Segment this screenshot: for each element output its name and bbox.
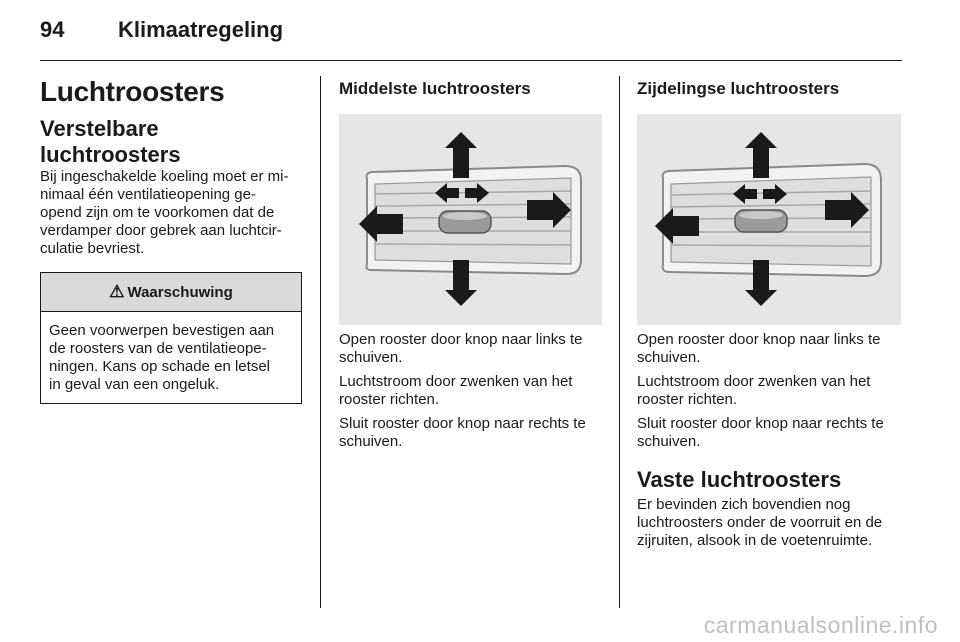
text-line: luchtroosters onder de voorruit en de	[637, 514, 883, 531]
text-line: Sluit rooster door knop naar rechts te	[339, 415, 586, 432]
text-line: in geval van een ongeluk.	[49, 376, 220, 393]
instruction-paragraph: Luchtstroom door zwenken van het rooster…	[339, 373, 602, 409]
warning-triangle-icon: ⚠	[109, 282, 125, 301]
text-line: zijruiten, alsook in de voetenruimte.	[637, 532, 873, 549]
text-line: schuiven.	[637, 433, 701, 450]
text-line: rooster richten.	[339, 391, 440, 408]
text-line: culatie bevriest.	[40, 240, 145, 257]
column-divider	[619, 76, 620, 608]
column-middle: Middelste luchtroosters Open rooster doo…	[339, 76, 602, 451]
warning-header: ⚠ Waarschuwing	[41, 273, 301, 312]
text-line: verdamper door gebrek aan luchtcir-	[40, 222, 282, 239]
column-left: Luchtroosters Verstelbare luchtroosters …	[40, 76, 302, 404]
subheading-side-vents: Zijdelingse luchtroosters	[637, 79, 840, 98]
column-right: Zijdelingse luchtroosters Open rooster d…	[637, 76, 901, 550]
page-heading: Luchtroosters	[40, 76, 225, 107]
side-vent-illustration	[637, 114, 901, 325]
watermark: carmanualsonline.info	[703, 612, 938, 638]
column-divider	[320, 76, 321, 608]
text-line: Open rooster door knop naar links te	[637, 331, 881, 348]
warning-box: ⚠ Waarschuwing Geen voorwerpen bevestige…	[40, 272, 302, 404]
text-line: Bij ingeschakelde koeling moet er mi-	[40, 168, 289, 185]
section-heading-adjustable-vents: Verstelbare luchtroosters	[40, 116, 181, 167]
text-line: Geen voorwerpen bevestigen aan	[49, 322, 275, 339]
text-line: Er bevinden zich bovendien nog	[637, 496, 851, 513]
text-line: opend zijn om te voorkomen dat de	[40, 204, 275, 221]
instruction-paragraph: Luchtstroom door zwenken van het rooster…	[637, 373, 901, 409]
text-line: ningen. Kans op schade en letsel	[49, 358, 270, 375]
page-number: 94	[40, 17, 65, 42]
section-heading-fixed-vents: Vaste luchtroosters	[637, 467, 842, 492]
instruction-paragraph: Sluit rooster door knop naar rechts te s…	[339, 415, 602, 451]
intro-paragraph: Bij ingeschakelde koeling moet er mi- ni…	[40, 168, 302, 258]
header-rule	[40, 60, 902, 61]
instruction-paragraph: Sluit rooster door knop naar rechts te s…	[637, 415, 901, 451]
instruction-paragraph: Open rooster door knop naar links te sch…	[339, 331, 602, 367]
text-line: Sluit rooster door knop naar rechts te	[637, 415, 884, 432]
text-line: schuiven.	[339, 433, 403, 450]
text-line: schuiven.	[339, 349, 403, 366]
text-line: rooster richten.	[637, 391, 738, 408]
center-vent-illustration	[339, 114, 602, 325]
text-line: Open rooster door knop naar links te	[339, 331, 583, 348]
text-line: Luchtstroom door zwenken van het	[339, 373, 573, 390]
instruction-paragraph: Open rooster door knop naar links te sch…	[637, 331, 901, 367]
text-line: schuiven.	[637, 349, 701, 366]
text-line: de roosters van de ventilatieope-	[49, 340, 267, 357]
text-line: Luchtstroom door zwenken van het	[637, 373, 871, 390]
warning-title: Waarschuwing	[127, 283, 233, 301]
chapter-title: Klimaatregeling	[118, 17, 284, 42]
text-line: nimaal één ventilatieopening ge-	[40, 186, 256, 203]
subheading-center-vents: Middelste luchtroosters	[339, 79, 531, 98]
warning-body: Geen voorwerpen bevestigen aan de rooste…	[41, 312, 301, 403]
fixed-vents-paragraph: Er bevinden zich bovendien nog luchtroos…	[637, 496, 901, 550]
